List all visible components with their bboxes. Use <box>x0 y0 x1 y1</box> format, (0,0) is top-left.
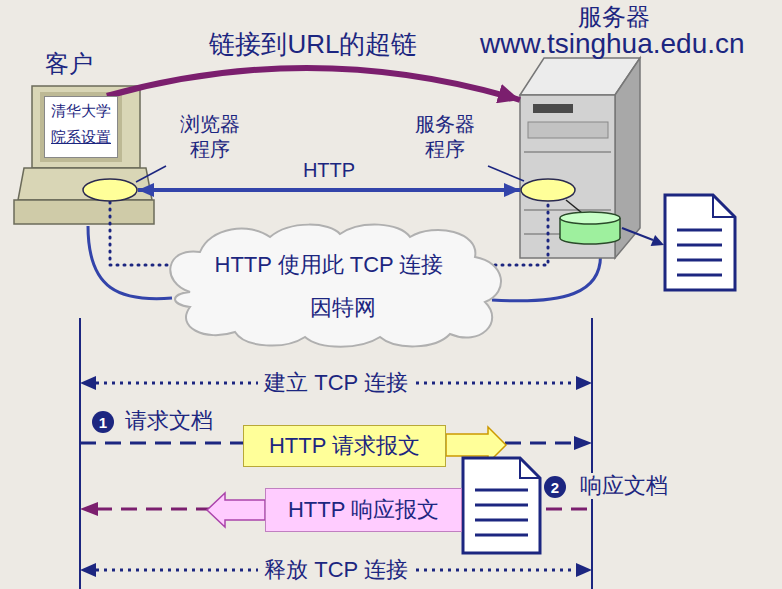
panel-line <box>524 209 611 211</box>
text-holder: 客户 <box>45 49 93 79</box>
callout-number: 2 <box>551 480 559 495</box>
browser-program: 浏览器 程序 <box>82 178 138 202</box>
client-computer: 客户清华大学院系设置浏览器 程序 <box>14 45 156 230</box>
phase-label: 释放 TCP 连接 <box>258 557 414 583</box>
document-arrowhead <box>651 235 664 246</box>
timeline-server <box>591 318 593 589</box>
callout-circle: 1 <box>92 411 114 433</box>
document-fold <box>713 195 735 217</box>
timeline-client <box>79 318 81 589</box>
document-arrow <box>622 228 653 240</box>
document-line <box>677 274 722 277</box>
arrowhead <box>80 563 96 577</box>
text-holder: 服务器 程序 <box>405 112 485 162</box>
arrowhead <box>80 502 98 516</box>
computer-base <box>18 168 152 200</box>
ellipse-outline <box>83 179 137 201</box>
document-icon <box>665 195 735 290</box>
label-holder: HTTP 使用此 TCP 连接 <box>209 252 450 278</box>
database-top <box>560 212 620 224</box>
label-holder: 响应文档 <box>574 473 674 499</box>
response-message: HTTP 响应报文 <box>265 488 462 532</box>
message-label: HTTP 请求报文 <box>269 433 420 459</box>
block-arrow <box>207 493 265 527</box>
ellipse-shape <box>82 178 138 202</box>
web-server: 服务器www.tsinghua.edu.cn服务器 程序 <box>520 58 640 258</box>
drive-slot <box>533 104 573 113</box>
document-line <box>475 519 528 522</box>
hyperlink-arrow <box>107 68 520 100</box>
node-heading: 因特网 <box>290 294 395 322</box>
document-icon <box>463 458 540 553</box>
label-holder: 链接到URL的超链 <box>209 29 417 60</box>
leader-line <box>136 166 166 182</box>
step-label: 响应文档 <box>574 473 674 499</box>
document-fold <box>520 458 540 478</box>
text-holder: 浏览器 程序 <box>170 112 250 162</box>
node-heading: 服务器 程序 <box>405 112 485 162</box>
message-label: HTTP 响应报文 <box>288 497 439 523</box>
monitor-bezel <box>40 92 122 162</box>
database-side <box>559 218 561 238</box>
ellipse-outline <box>521 179 575 201</box>
node-heading: 服务器 <box>578 2 650 32</box>
node-heading: 浏览器 程序 <box>170 112 250 162</box>
leader-line <box>488 166 524 181</box>
http-arrow <box>138 188 520 192</box>
arrowhead <box>80 376 96 390</box>
text-holder: 因特网 <box>290 294 395 322</box>
page-heading: 清华大学 <box>51 102 111 120</box>
document-line <box>677 244 722 247</box>
network-wire <box>88 226 172 299</box>
database-side <box>619 218 621 238</box>
ellipse-shape <box>520 178 576 202</box>
panel-line <box>524 151 611 153</box>
cloud-shape <box>150 222 510 350</box>
document-line <box>677 259 722 262</box>
callout-number: 1 <box>99 415 107 430</box>
keyboard <box>14 200 154 224</box>
connector-label: 链接到URL的超链 <box>209 29 417 60</box>
document-line <box>475 504 528 507</box>
hyperlink-text: 院系设置 <box>51 128 111 146</box>
connector-label: HTTP <box>303 158 355 182</box>
document-line <box>475 534 528 537</box>
node-subheading: www.tsinghua.edu.cn <box>480 26 745 61</box>
drive-bay <box>528 122 608 138</box>
cloud-outline <box>170 225 501 347</box>
label-holder: 建立 TCP 连接 <box>258 370 414 396</box>
request-message: HTTP 请求报文 <box>243 425 446 467</box>
server-program: 服务器 程序 <box>520 178 576 202</box>
arrowhead <box>576 563 592 577</box>
step-label: 请求文档 <box>125 408 213 434</box>
label-holder: 请求文档 <box>125 408 213 434</box>
internet-cloud: 因特网 <box>150 222 510 350</box>
text-holder: 服务器 <box>578 2 650 32</box>
monitor <box>32 86 140 168</box>
label-holder: HTTP <box>303 158 355 182</box>
document-line <box>475 489 528 492</box>
connector-label: HTTP 使用此 TCP 连接 <box>209 252 450 278</box>
database-link <box>566 200 582 213</box>
node-heading: 客户 <box>45 49 93 79</box>
text-holder: www.tsinghua.edu.cn <box>480 26 745 61</box>
arrowhead <box>576 376 592 390</box>
browser-screen: 清华大学院系设置 <box>44 96 118 158</box>
document-line <box>677 229 722 232</box>
arrowhead <box>574 436 592 450</box>
phase-label: 建立 TCP 连接 <box>258 370 414 396</box>
callout-circle: 2 <box>544 476 566 498</box>
label-holder: 释放 TCP 连接 <box>258 557 414 583</box>
